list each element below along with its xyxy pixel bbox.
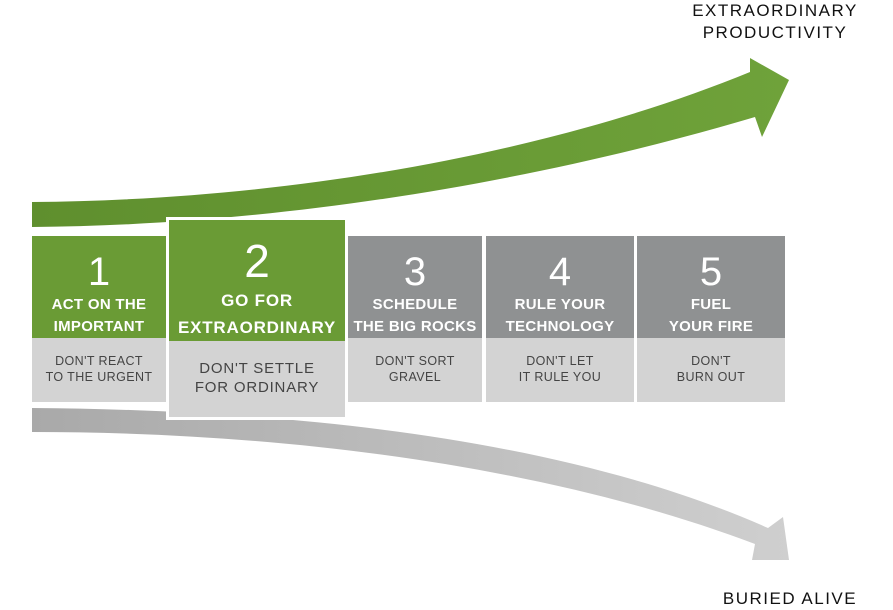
up-arrow: [32, 58, 789, 227]
step-subtext: DON'T LET IT RULE YOU: [486, 338, 634, 402]
step-header: 1 ACT ON THE IMPORTANT: [32, 236, 166, 338]
step-sub-line1: DON'T SORT: [375, 354, 455, 368]
step-2-highlighted: 2 GO FOR EXTRAORDINARY DON'T SETTLE FOR …: [166, 217, 348, 420]
step-sub-line2: BURN OUT: [676, 370, 746, 384]
step-title-line1: GO FOR: [221, 291, 293, 310]
step-sub-line2: GRAVEL: [388, 370, 442, 384]
step-subtext: DON'T SETTLE FOR ORDINARY: [169, 341, 345, 417]
step-subtext: DON'T REACT TO THE URGENT: [32, 338, 166, 402]
step-1: 1 ACT ON THE IMPORTANT DON'T REACT TO TH…: [32, 236, 166, 402]
step-4: 4 RULE YOUR TECHNOLOGY DON'T LET IT RULE…: [486, 236, 634, 402]
step-number: 2: [244, 235, 270, 287]
step-title-line1: RULE YOUR: [514, 296, 606, 313]
down-arrow: [32, 408, 789, 560]
step-number: 5: [699, 250, 723, 294]
step-sub-line2: IT RULE YOU: [518, 370, 602, 384]
step-number: 1: [87, 250, 111, 294]
step-title-line2: EXTRAORDINARY: [177, 318, 337, 337]
extraordinary-productivity-label: EXTRAORDINARY PRODUCTIVITY: [670, 0, 880, 44]
step-subtext: DON'T SORT GRAVEL: [348, 338, 482, 402]
top-label-line2: PRODUCTIVITY: [702, 23, 848, 42]
step-title-line2: THE BIG ROCKS: [353, 318, 477, 335]
step-header: 3 SCHEDULE THE BIG ROCKS: [348, 236, 482, 338]
step-number: 3: [403, 250, 427, 294]
step-title-line2: IMPORTANT: [53, 318, 145, 335]
step-title-line1: ACT ON THE: [51, 296, 147, 313]
step-title-line1: SCHEDULE: [372, 296, 458, 313]
buried-alive-label: BURIED ALIVE: [722, 589, 858, 608]
step-header: 2 GO FOR EXTRAORDINARY: [169, 220, 345, 341]
step-sub-line2: FOR ORDINARY: [194, 379, 320, 396]
step-number: 4: [548, 250, 572, 294]
step-sub-line1: DON'T: [691, 354, 731, 368]
step-sub-line1: DON'T SETTLE: [199, 360, 315, 377]
step-sub-line1: DON'T LET: [526, 354, 594, 368]
step-title-line1: FUEL: [690, 296, 732, 313]
step-subtext: DON'T BURN OUT: [637, 338, 785, 402]
step-sub-line2: TO THE URGENT: [45, 370, 153, 384]
step-3: 3 SCHEDULE THE BIG ROCKS DON'T SORT GRAV…: [348, 236, 482, 402]
step-title-line2: YOUR FIRE: [668, 318, 754, 335]
step-header: 4 RULE YOUR TECHNOLOGY: [486, 236, 634, 338]
step-5: 5 FUEL YOUR FIRE DON'T BURN OUT: [637, 236, 785, 402]
step-title-line2: TECHNOLOGY: [505, 318, 615, 335]
step-sub-line1: DON'T REACT: [55, 354, 143, 368]
top-label-line1: EXTRAORDINARY: [692, 1, 858, 20]
step-header: 5 FUEL YOUR FIRE: [637, 236, 785, 338]
